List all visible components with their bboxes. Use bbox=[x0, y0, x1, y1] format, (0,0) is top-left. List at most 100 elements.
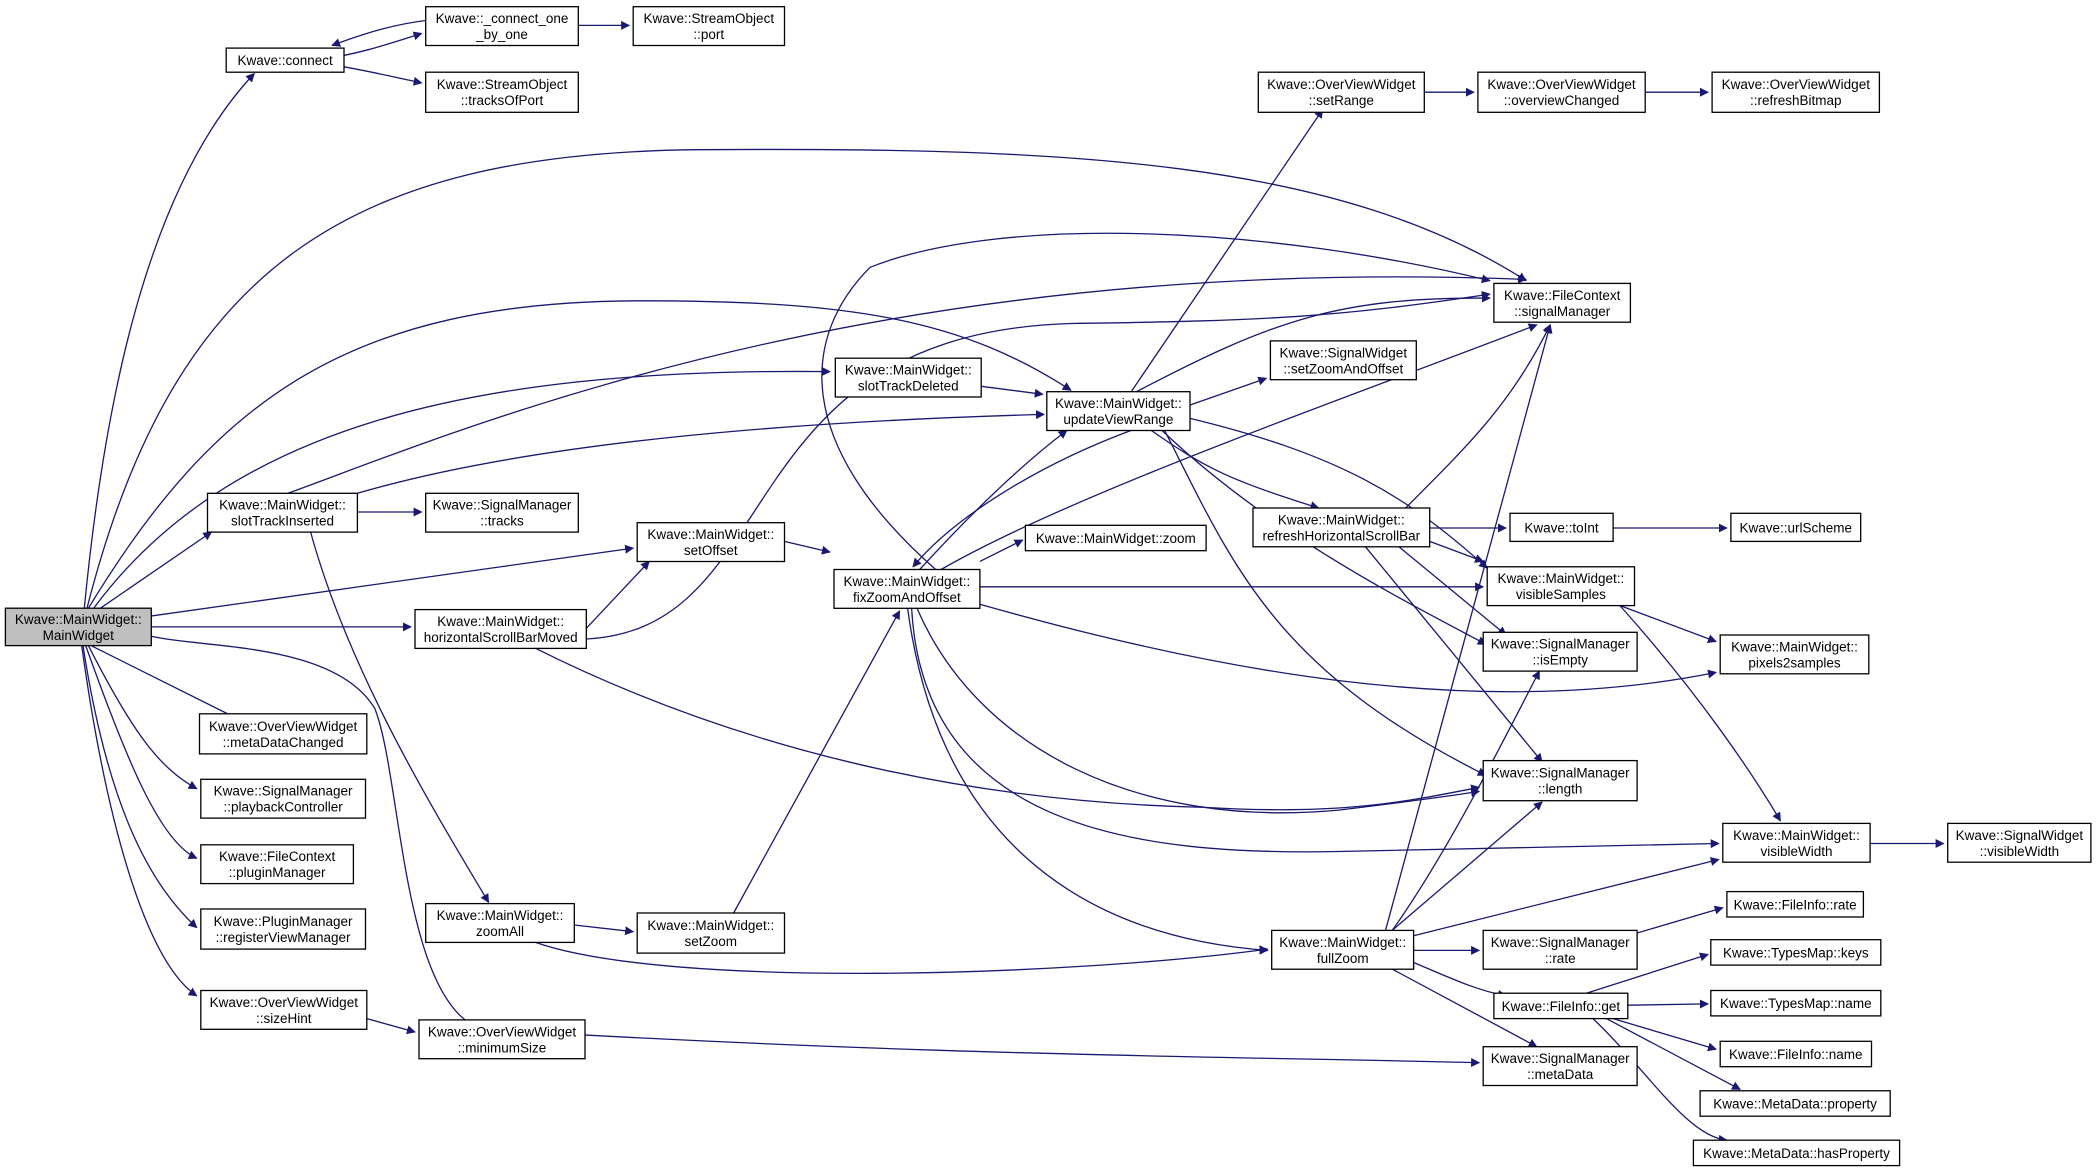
node-mw-setzoom[interactable]: Kwave::MainWidget::setZoom bbox=[636, 912, 786, 954]
node-sw-setzoom[interactable]: Kwave::SignalWidget::setZoomAndOffset bbox=[1269, 340, 1417, 381]
call-edge bbox=[1391, 670, 1540, 931]
node-box bbox=[425, 492, 579, 533]
call-edge bbox=[1384, 323, 1553, 931]
node-label: Kwave::toInt bbox=[1524, 520, 1599, 535]
node-mw-updview[interactable]: Kwave::MainWidget::updateViewRange bbox=[1046, 391, 1191, 432]
node-box bbox=[1482, 759, 1638, 802]
node-pm-register[interactable]: Kwave::PluginManager::registerViewManage… bbox=[200, 908, 367, 950]
node-box bbox=[198, 713, 368, 755]
node-label: ::signalManager bbox=[1514, 304, 1611, 319]
call-edge bbox=[1405, 323, 1551, 509]
node-so-tracks[interactable]: Kwave::StreamObject::tracksOfPort bbox=[425, 71, 579, 113]
node-md-property[interactable]: Kwave::MetaData::property bbox=[1699, 1090, 1891, 1117]
call-edge bbox=[912, 429, 1132, 568]
call-edge bbox=[87, 645, 198, 790]
node-box bbox=[425, 6, 579, 47]
call-edge bbox=[83, 72, 255, 609]
node-fc-sigmgr[interactable]: Kwave::FileContext::signalManager bbox=[1493, 282, 1632, 323]
node-ov-minsize[interactable]: Kwave::OverViewWidget::minimumSize bbox=[418, 1019, 586, 1060]
node-box bbox=[200, 908, 367, 950]
node-fi-get[interactable]: Kwave::FileInfo::get bbox=[1493, 992, 1629, 1020]
node-fi-rate[interactable]: Kwave::FileInfo::rate bbox=[1726, 890, 1865, 918]
node-mw-zoomall[interactable]: Kwave::MainWidget::zoomAll bbox=[425, 902, 575, 944]
node-box bbox=[1493, 992, 1629, 1020]
node-ov-changed[interactable]: Kwave::OverViewWidget::overviewChanged bbox=[1477, 71, 1646, 113]
node-label: Kwave::MainWidget:: bbox=[845, 363, 972, 378]
node-root[interactable]: Kwave::MainWidget::MainWidget bbox=[4, 607, 152, 647]
node-label: Kwave::MainWidget:: bbox=[647, 918, 774, 933]
node-mw-fullzoom[interactable]: Kwave::MainWidget::fullZoom bbox=[1271, 929, 1415, 970]
node-box bbox=[1947, 822, 2092, 863]
node-ov-sizehint[interactable]: Kwave::OverViewWidget::sizeHint bbox=[200, 989, 368, 1030]
node-connect[interactable]: Kwave::connect bbox=[225, 47, 345, 73]
node-sm-isempty[interactable]: Kwave::SignalManager::isEmpty bbox=[1482, 631, 1638, 672]
node-label: ::overviewChanged bbox=[1504, 93, 1620, 108]
node-mw-zoom[interactable]: Kwave::MainWidget::zoom bbox=[1024, 524, 1207, 552]
node-label: zoomAll bbox=[476, 924, 524, 939]
node-label: Kwave::OverViewWidget bbox=[1722, 77, 1871, 92]
node-ov-setrange[interactable]: Kwave::OverViewWidget::setRange bbox=[1257, 71, 1425, 113]
node-so-port[interactable]: Kwave::StreamObject::port bbox=[632, 6, 786, 47]
node-box bbox=[425, 902, 575, 944]
node-sm-tracks[interactable]: Kwave::SignalManager::tracks bbox=[425, 492, 579, 533]
node-mw-fixzoom[interactable]: Kwave::MainWidget::fixZoomAndOffset bbox=[833, 568, 981, 609]
node-box bbox=[1692, 1139, 1901, 1167]
node-label: Kwave::PluginManager bbox=[214, 914, 353, 929]
node-urlscheme[interactable]: Kwave::urlScheme bbox=[1730, 512, 1862, 543]
node-label: Kwave::SignalManager bbox=[1491, 766, 1630, 781]
node-box bbox=[1719, 1040, 1873, 1068]
node-sm-playback[interactable]: Kwave::SignalManager::playbackController bbox=[200, 778, 367, 819]
node-mw-hsbmoved[interactable]: Kwave::MainWidget::horizontalScrollBarMo… bbox=[414, 608, 587, 650]
node-fc-pluginmgr[interactable]: Kwave::FileContext::pluginManager bbox=[200, 844, 355, 885]
call-edge bbox=[81, 645, 198, 997]
node-label: Kwave::MainWidget:: bbox=[219, 498, 346, 513]
node-sm-rate[interactable]: Kwave::SignalManager::rate bbox=[1482, 929, 1638, 970]
node-box bbox=[632, 6, 786, 47]
call-edge bbox=[1606, 1018, 1741, 1090]
node-label: ::tracksOfPort bbox=[461, 93, 544, 108]
node-connect-one[interactable]: Kwave::_connect_one_by_one bbox=[425, 6, 579, 47]
node-sm-length[interactable]: Kwave::SignalManager::length bbox=[1482, 759, 1638, 802]
node-ov-refresh[interactable]: Kwave::OverViewWidget::refreshBitmap bbox=[1711, 71, 1881, 113]
node-box bbox=[1719, 634, 1870, 675]
node-mw-deleted[interactable]: Kwave::MainWidget::slotTrackDeleted bbox=[834, 357, 982, 398]
call-edge bbox=[586, 290, 1491, 640]
node-box bbox=[1482, 1046, 1638, 1087]
node-ov-metachanged[interactable]: Kwave::OverViewWidget::metaDataChanged bbox=[198, 713, 368, 755]
node-label: Kwave::FileInfo::rate bbox=[1734, 897, 1857, 912]
node-label: fixZoomAndOffset bbox=[853, 590, 961, 605]
call-edge bbox=[1130, 108, 1324, 393]
node-sm-metadata[interactable]: Kwave::SignalManager::metaData bbox=[1482, 1046, 1638, 1087]
node-sw-viswidth[interactable]: Kwave::SignalWidget::visibleWidth bbox=[1947, 822, 2092, 863]
node-mw-viswidth[interactable]: Kwave::MainWidget::visibleWidth bbox=[1722, 822, 1871, 863]
call-edge bbox=[1619, 605, 1781, 822]
node-label: ::length bbox=[1538, 782, 1582, 797]
node-label: Kwave::OverViewWidget bbox=[1267, 77, 1416, 92]
node-tm-name[interactable]: Kwave::TypesMap::name bbox=[1710, 989, 1882, 1017]
call-edge bbox=[1164, 430, 1487, 776]
node-md-hasproperty[interactable]: Kwave::MetaData::hasProperty bbox=[1692, 1139, 1901, 1167]
node-label: ::minimumSize bbox=[458, 1040, 547, 1055]
call-edge bbox=[86, 148, 1527, 609]
node-box bbox=[1699, 1090, 1891, 1117]
node-label: Kwave::MetaData::property bbox=[1713, 1097, 1877, 1112]
call-edge bbox=[535, 941, 1269, 974]
node-mw-refreshsb[interactable]: Kwave::MainWidget::refreshHorizontalScro… bbox=[1252, 507, 1431, 548]
node-mw-setoffset[interactable]: Kwave::MainWidget::setOffset bbox=[636, 522, 786, 563]
node-label: _by_one bbox=[475, 27, 528, 42]
node-box bbox=[1493, 282, 1632, 323]
node-label: Kwave::SignalManager bbox=[1491, 637, 1630, 652]
node-mw-pix2s[interactable]: Kwave::MainWidget::pixels2samples bbox=[1719, 634, 1870, 675]
node-mw-vissamples[interactable]: Kwave::MainWidget::visibleSamples bbox=[1486, 566, 1636, 607]
node-label: Kwave::MainWidget:: bbox=[437, 614, 564, 629]
node-mw-inserted[interactable]: Kwave::MainWidget::slotTrackInserted bbox=[206, 492, 359, 533]
node-label: ::pluginManager bbox=[229, 865, 326, 880]
node-tm-keys[interactable]: Kwave::TypesMap::keys bbox=[1710, 939, 1882, 966]
node-toint[interactable]: Kwave::toInt bbox=[1509, 512, 1614, 543]
node-box bbox=[1477, 71, 1646, 113]
node-label: Kwave::SignalManager bbox=[214, 784, 353, 799]
node-box bbox=[1710, 939, 1882, 966]
call-edge bbox=[1136, 293, 1491, 393]
call-edge bbox=[1586, 952, 1709, 994]
node-fi-name[interactable]: Kwave::FileInfo::name bbox=[1719, 1040, 1873, 1068]
